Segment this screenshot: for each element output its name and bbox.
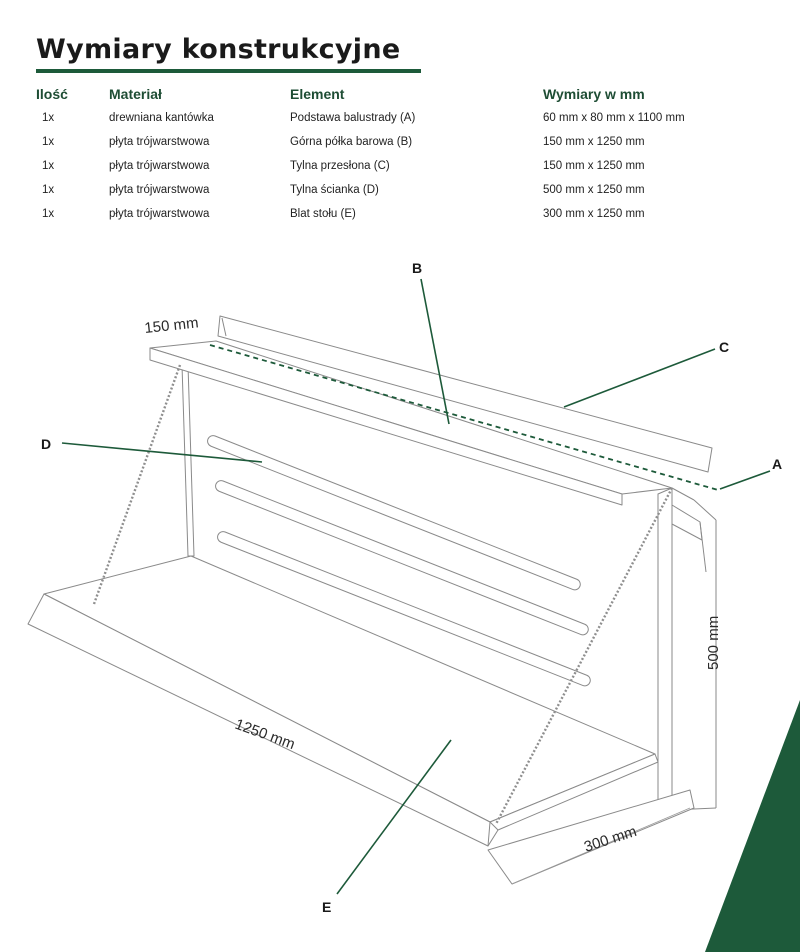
leader-lines xyxy=(61,278,771,895)
label-e: E xyxy=(322,899,331,915)
row-material: płyta trójwarstwowa xyxy=(109,136,210,148)
back-wall-d xyxy=(181,364,195,557)
row-dims: 150 mm x 1250 mm xyxy=(543,136,645,148)
top-shelf-b xyxy=(149,340,673,506)
row-qty: 1x xyxy=(42,184,55,196)
row-material: płyta trójwarstwowa xyxy=(109,184,210,196)
chains xyxy=(92,364,674,825)
label-c: C xyxy=(719,339,729,355)
row-material: płyta trójwarstwowa xyxy=(109,160,210,172)
header-qty: Ilość xyxy=(36,86,68,102)
row-dims: 300 mm x 1250 mm xyxy=(543,208,645,220)
row-element: Tylna ścianka (D) xyxy=(290,184,379,196)
row-qty: 1x xyxy=(42,136,55,148)
row-qty: 1x xyxy=(42,208,55,220)
title-underline xyxy=(36,69,421,73)
railing-post-a xyxy=(657,487,717,811)
row-qty: 1x xyxy=(42,160,55,172)
row-element: Blat stołu (E) xyxy=(290,208,356,220)
row-element: Podstawa balustrady (A) xyxy=(290,112,416,124)
row-dims: 60 mm x 80 mm x 1100 mm xyxy=(543,112,685,124)
row-dims: 150 mm x 1250 mm xyxy=(543,160,645,172)
header-material: Materiał xyxy=(109,86,162,102)
slots xyxy=(207,435,591,687)
header-element: Element xyxy=(290,86,345,102)
row-element: Tylna przesłona (C) xyxy=(290,160,390,172)
dashed-reference-line xyxy=(209,344,719,491)
row-element: Górna półka barowa (B) xyxy=(290,136,413,148)
header-dims: Wymiary w mm xyxy=(543,86,645,102)
row-dims: 500 mm x 1250 mm xyxy=(543,184,645,196)
dimension-height: 500 mm xyxy=(705,616,722,670)
dimension-guides xyxy=(511,807,691,885)
row-material: płyta trójwarstwowa xyxy=(109,208,210,220)
row-qty: 1x xyxy=(42,112,55,124)
corner-accent xyxy=(705,700,800,952)
label-b: B xyxy=(412,260,422,276)
back-screen-c xyxy=(217,315,713,473)
tabletop-e xyxy=(27,555,659,847)
label-d: D xyxy=(41,436,51,452)
page-title: Wymiary konstrukcyjne xyxy=(36,34,401,65)
label-a: A xyxy=(772,456,782,472)
base-edge xyxy=(487,789,695,885)
row-material: drewniana kantówka xyxy=(109,112,214,124)
dimension-shelf-depth: 150 mm xyxy=(144,314,200,337)
